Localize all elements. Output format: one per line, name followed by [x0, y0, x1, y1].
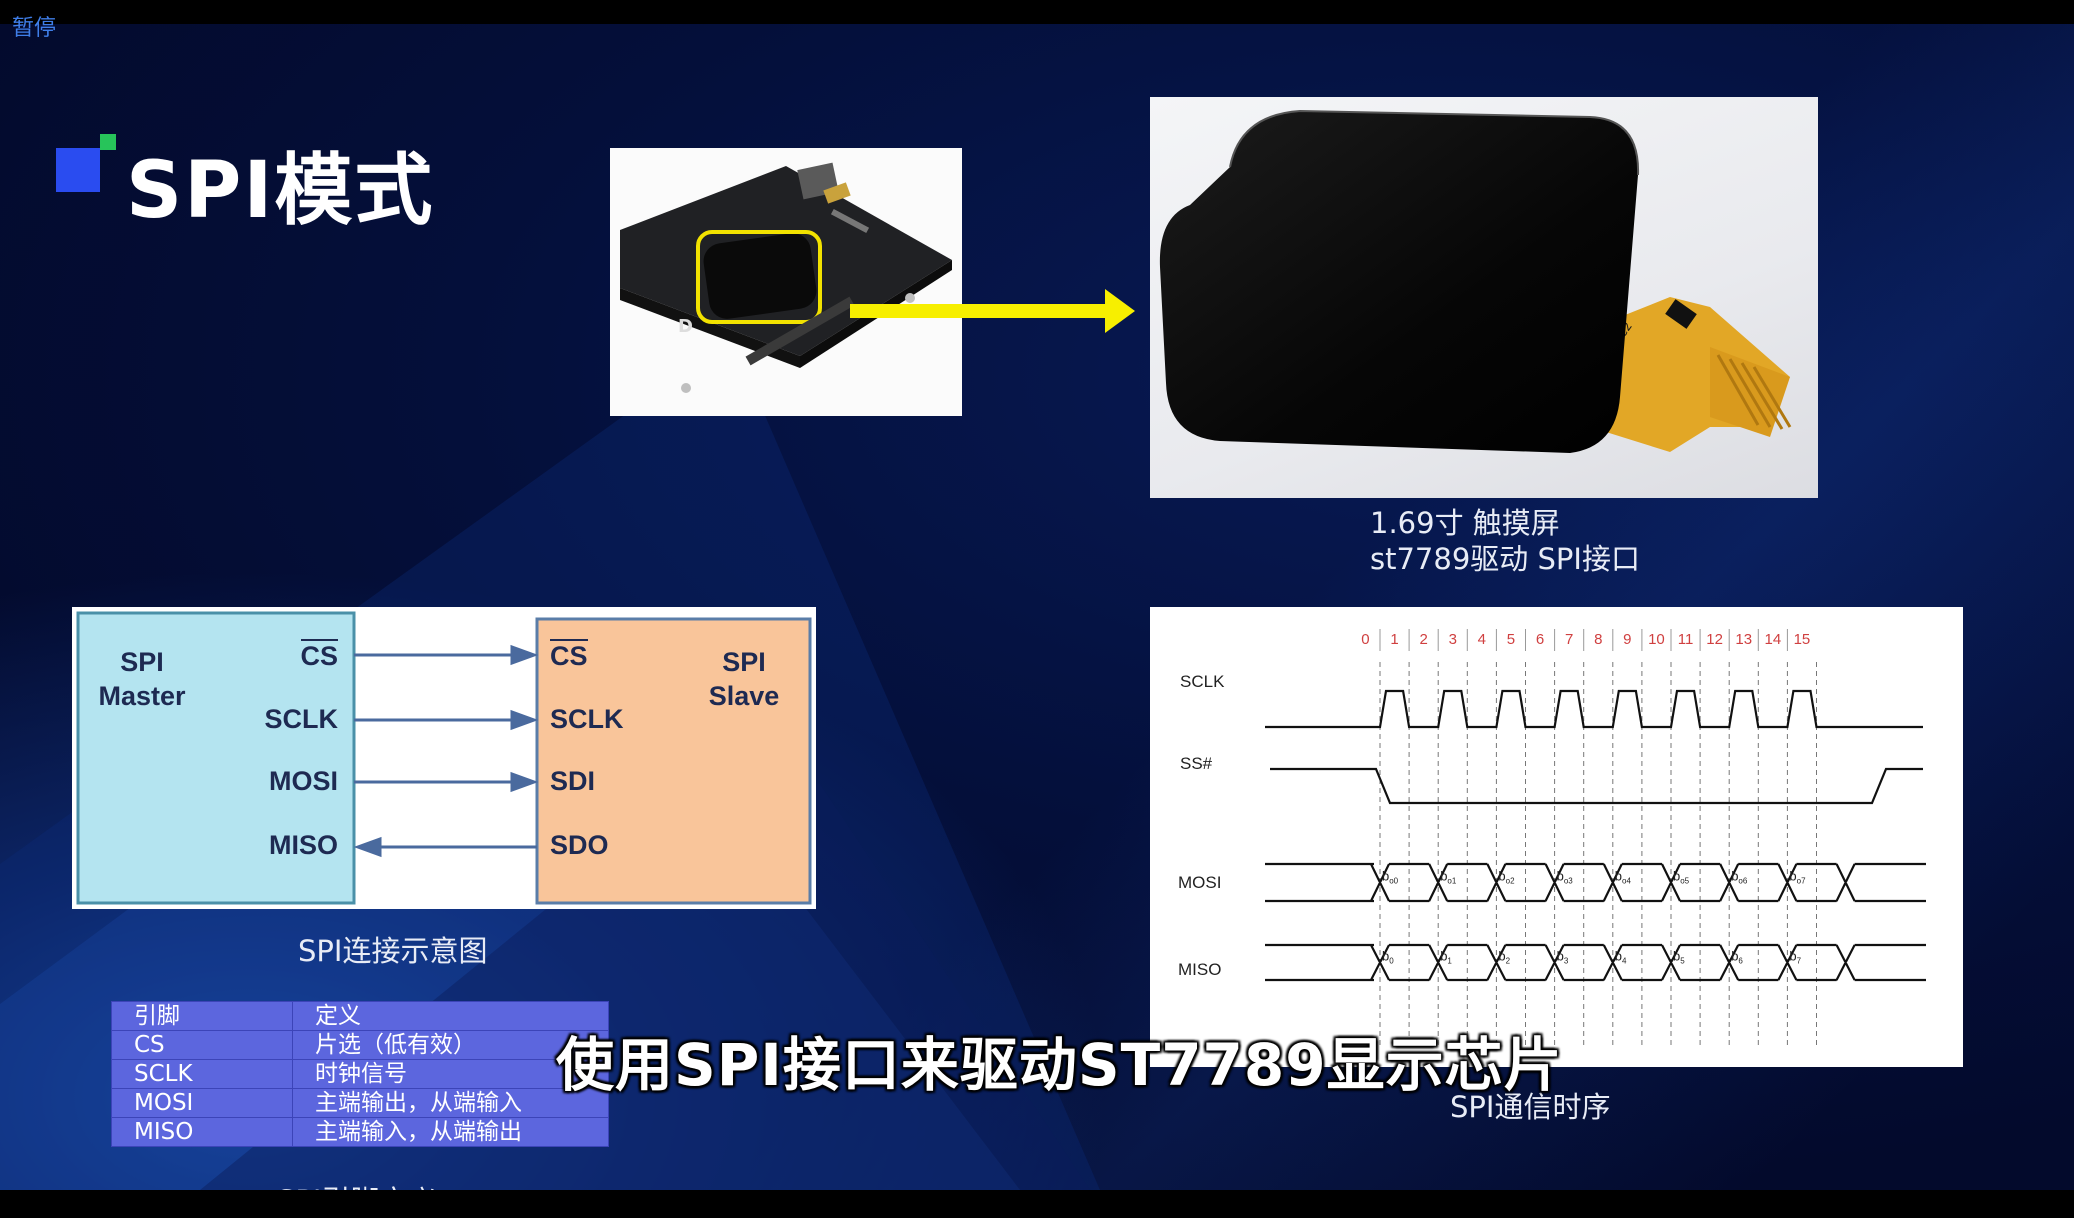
page-title: SPI模式: [126, 146, 435, 236]
title-square-accent-icon: [100, 134, 116, 150]
table-header-row: 引脚 定义: [111, 1001, 609, 1031]
bus-bit-label: b7: [1789, 949, 1801, 966]
table-cell-pin: SCLK: [111, 1059, 293, 1089]
bus-bit-label: bo3: [1557, 869, 1574, 886]
master-pin-miso: MISO: [269, 830, 338, 860]
bus-bit-label: b0: [1382, 949, 1394, 966]
lcd-caption-line1: 1.69寸 触摸屏: [1370, 506, 1560, 540]
table-row: MISO 主端输入，从端输出: [111, 1117, 609, 1147]
clock-number: 6: [1536, 631, 1544, 648]
clock-number: 8: [1594, 631, 1602, 648]
bus-bit-label: bo7: [1789, 869, 1806, 886]
bus-bit-label: b2: [1498, 949, 1510, 966]
miso-bus: [1265, 943, 1926, 982]
video-subtitle: 使用SPI接口来驱动ST7789显示芯片: [556, 1031, 1563, 1099]
svg-text:D: D: [678, 316, 693, 337]
bus-bit-label: b1: [1440, 949, 1452, 966]
clock-number: 15: [1794, 631, 1811, 648]
board-illustration: D: [620, 162, 952, 393]
pin-definition-table: 引脚 定义 CS 片选（低有效） SCLK 时钟信号 MOSI 主端输出，从端输…: [111, 1001, 609, 1147]
table-header-pin: 引脚: [111, 1001, 293, 1031]
lcd-caption-line2: st7789驱动 SPI接口: [1370, 542, 1640, 576]
title-square-icon: [56, 148, 100, 192]
master-label-2: Master: [98, 681, 186, 711]
clock-number: 5: [1507, 631, 1515, 648]
bus-bit-label: b4: [1615, 949, 1627, 966]
connection-svg: SPI Master SPI Slave CS SCLK MOSI MISO C…: [76, 611, 812, 905]
lcd-photo: C3 C2: [1150, 97, 1818, 498]
master-label-1: SPI: [120, 647, 164, 677]
master-pin-cs: CS: [300, 641, 338, 671]
table-cell-definition: 主端输入，从端输出: [292, 1117, 609, 1147]
table-header-definition: 定义: [292, 1001, 609, 1031]
table-row: CS 片选（低有效）: [111, 1030, 609, 1060]
master-pin-mosi: MOSI: [269, 766, 338, 796]
table-row: MOSI 主端输出，从端输入: [111, 1088, 609, 1118]
table-cell-pin: MISO: [111, 1117, 293, 1147]
clock-number: 1: [1390, 631, 1398, 648]
bus-bit-label: b6: [1731, 949, 1743, 966]
slave-pin-sdi: SDI: [550, 766, 595, 796]
bus-bit-label: bo5: [1673, 869, 1690, 886]
slide: SPI模式 D: [0, 24, 2074, 1190]
clock-number: 3: [1449, 631, 1457, 648]
table-cell-definition: 时钟信号: [292, 1059, 609, 1089]
clock-number: 12: [1706, 631, 1723, 648]
clock-number: 2: [1419, 631, 1427, 648]
master-pin-sclk: SCLK: [265, 704, 339, 734]
ss-waveform: [1270, 767, 1923, 805]
table-cell-definition: 片选（低有效）: [292, 1030, 609, 1060]
bottom-bar: [0, 1190, 2074, 1218]
signal-label-miso: MISO: [1178, 960, 1221, 979]
clock-number: 14: [1765, 631, 1782, 648]
sclk-waveform: [1265, 689, 1923, 729]
bus-bit-label: bo1: [1440, 869, 1457, 886]
bus-bit-label: bo2: [1498, 869, 1515, 886]
table-cell-pin: MOSI: [111, 1088, 293, 1118]
clock-number: 9: [1623, 631, 1631, 648]
slave-pin-sdo: SDO: [550, 830, 609, 860]
table-row: SCLK 时钟信号: [111, 1059, 609, 1089]
spi-connection-diagram: SPI Master SPI Slave CS SCLK MOSI MISO C…: [72, 607, 816, 909]
board-photo: D: [610, 148, 962, 416]
slave-label-1: SPI: [722, 647, 766, 677]
timing-caption: SPI通信时序: [1450, 1090, 1611, 1124]
pause-status-label: 暂停: [12, 16, 57, 41]
slave-pin-sclk: SCLK: [550, 704, 624, 734]
slave-pin-cs: CS: [550, 641, 588, 671]
clock-number: 11: [1678, 631, 1694, 648]
signal-label-ss: SS#: [1180, 754, 1213, 773]
table-cell-pin: CS: [111, 1030, 293, 1060]
arrow-right-icon: [850, 289, 1135, 333]
connection-caption: SPI连接示意图: [298, 934, 488, 968]
bus-bit-label: bo0: [1382, 869, 1399, 886]
clock-number: 4: [1478, 631, 1486, 648]
lcd-illustration: C3 C2: [1159, 109, 1792, 453]
pin-table-caption: SPI引脚定义: [277, 1178, 437, 1190]
signal-label-mosi: MOSI: [1178, 873, 1221, 892]
bus-bit-label: b5: [1673, 949, 1685, 966]
slave-label-2: Slave: [709, 681, 780, 711]
clock-number: 7: [1565, 631, 1573, 648]
signal-label-sclk: SCLK: [1180, 672, 1225, 691]
clock-number: 10: [1648, 631, 1665, 648]
bus-bit-label: bo6: [1731, 869, 1748, 886]
clock-number: 13: [1735, 631, 1752, 648]
mosi-bus: [1265, 862, 1926, 903]
bus-bit-label: bo4: [1615, 869, 1632, 886]
bus-bit-label: b3: [1557, 949, 1569, 966]
clock-number: 0: [1361, 631, 1369, 648]
